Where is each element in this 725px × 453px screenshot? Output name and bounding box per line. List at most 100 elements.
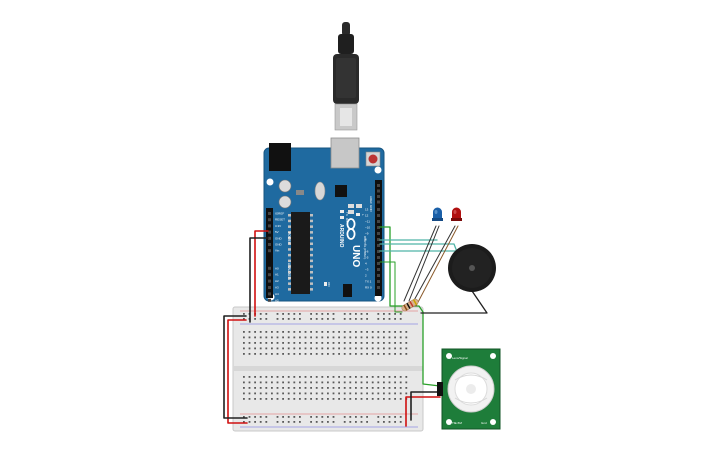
wires bbox=[223, 225, 488, 427]
chip-pin bbox=[310, 271, 313, 274]
bb-hole bbox=[405, 376, 408, 378]
bb-hole bbox=[349, 313, 352, 315]
bb-hole bbox=[321, 353, 324, 355]
bb-hole bbox=[299, 342, 301, 344]
bb-hole bbox=[287, 342, 290, 344]
bb-hole bbox=[371, 342, 374, 344]
bb-hole bbox=[282, 318, 284, 320]
bb-hole bbox=[259, 416, 262, 418]
bb-hole bbox=[338, 376, 340, 378]
bb-hole bbox=[265, 313, 268, 315]
bb-hole bbox=[394, 342, 396, 344]
bb-hole bbox=[377, 421, 380, 423]
bb-hole bbox=[248, 381, 251, 384]
bb-hole bbox=[327, 381, 329, 384]
bb-hole bbox=[293, 342, 296, 344]
bb-hole bbox=[265, 347, 268, 350]
bb-hole bbox=[405, 353, 408, 355]
bb-hole bbox=[248, 376, 251, 378]
bb-hole bbox=[282, 376, 284, 378]
bb-hole bbox=[254, 336, 256, 339]
bb-hole bbox=[405, 347, 408, 350]
bb-hole bbox=[371, 347, 374, 350]
bb-hole bbox=[321, 336, 324, 339]
bb-hole bbox=[360, 381, 363, 384]
bb-hole bbox=[399, 342, 402, 344]
bb-hole bbox=[338, 331, 340, 333]
bb-hole bbox=[287, 331, 290, 333]
pin-label: Vin bbox=[275, 249, 280, 253]
bb-hole bbox=[388, 392, 391, 395]
bb-hole bbox=[299, 353, 301, 355]
bb-hole bbox=[254, 347, 256, 350]
bb-hole bbox=[304, 381, 307, 384]
pin-label: 3.3V bbox=[275, 224, 281, 228]
bb-hole bbox=[338, 392, 340, 395]
bb-hole bbox=[276, 318, 279, 320]
bb-hole bbox=[355, 336, 357, 339]
bb-hole bbox=[366, 381, 368, 384]
bb-hole bbox=[321, 313, 324, 315]
bb-hole bbox=[366, 342, 368, 344]
bb-hole bbox=[332, 342, 335, 344]
board-model: UNO bbox=[350, 245, 361, 267]
bb-hole bbox=[287, 313, 290, 315]
pin-label: 12 bbox=[365, 214, 369, 218]
bb-hole bbox=[321, 416, 324, 418]
chip-pin bbox=[310, 231, 313, 234]
bb-hole bbox=[282, 313, 284, 315]
bb-hole bbox=[343, 387, 346, 389]
bb-hole bbox=[383, 342, 385, 344]
bb-hole bbox=[254, 416, 256, 418]
bb-hole bbox=[315, 313, 318, 315]
pir-sensor: Lens/Signal TIE-5M Gnd bbox=[437, 348, 501, 430]
bb-hole bbox=[343, 421, 346, 423]
bb-hole bbox=[399, 376, 402, 378]
bb-hole bbox=[383, 331, 385, 333]
pin-label: TX 1 bbox=[365, 280, 372, 284]
wire-buzzer-black bbox=[420, 287, 488, 314]
bb-hole bbox=[338, 342, 340, 344]
bb-hole bbox=[327, 353, 329, 355]
bb-hole bbox=[399, 398, 402, 400]
chip-pin bbox=[288, 276, 291, 280]
bb-hole bbox=[243, 313, 245, 315]
tx-label: TX bbox=[345, 212, 349, 216]
bb-hole bbox=[394, 381, 396, 384]
bb-hole bbox=[310, 381, 312, 384]
bb-hole bbox=[355, 398, 357, 400]
bb-hole bbox=[332, 313, 335, 315]
bb-hole bbox=[282, 331, 284, 333]
bb-hole bbox=[299, 376, 301, 378]
bb-hole bbox=[360, 313, 363, 315]
chip-pin bbox=[310, 282, 313, 285]
bb-hole bbox=[371, 331, 374, 333]
bb-hole bbox=[343, 347, 346, 350]
bb-hole bbox=[299, 421, 301, 423]
bb-hole bbox=[315, 342, 318, 344]
bb-hole bbox=[243, 416, 245, 418]
bb-hole bbox=[377, 313, 380, 315]
bb-hole bbox=[248, 331, 251, 333]
bb-hole bbox=[315, 331, 318, 333]
header-pin bbox=[377, 244, 380, 247]
led-red-leg-2 bbox=[415, 225, 459, 307]
header-pin bbox=[377, 280, 380, 283]
bb-hole bbox=[310, 421, 312, 423]
bb-hole bbox=[343, 381, 346, 384]
pin-label: GND bbox=[275, 236, 283, 240]
bb-hole bbox=[321, 398, 324, 400]
bb-hole bbox=[366, 353, 368, 355]
led-blue bbox=[432, 207, 443, 221]
bb-hole bbox=[276, 342, 279, 344]
pin-label: 8 bbox=[365, 238, 367, 242]
header-pin bbox=[268, 298, 271, 302]
bb-hole bbox=[394, 416, 396, 418]
chip-pin bbox=[288, 271, 291, 274]
bb-hole bbox=[377, 353, 380, 355]
pin-label: 7 bbox=[365, 244, 367, 248]
bb-hole bbox=[360, 342, 363, 344]
bb-hole bbox=[259, 331, 262, 333]
bb-hole bbox=[343, 313, 346, 315]
